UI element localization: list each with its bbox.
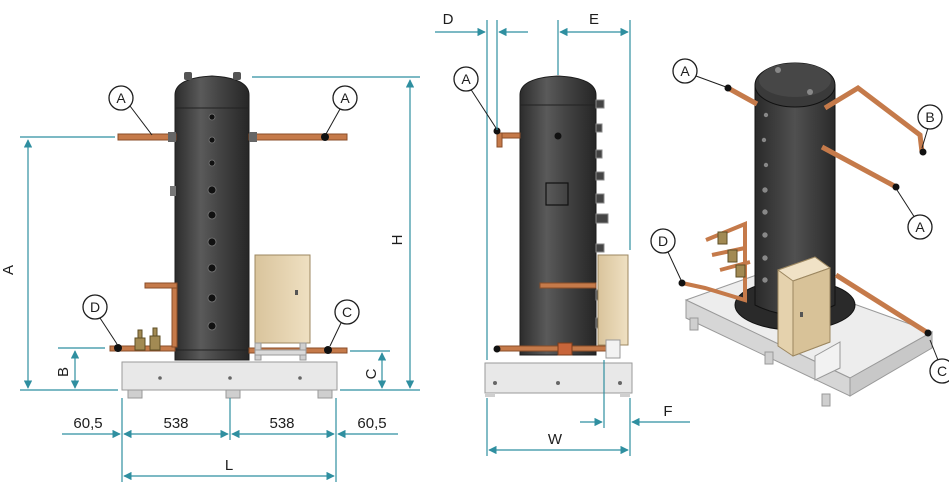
dimension-c: C (363, 368, 380, 379)
callout-c-front: C (342, 304, 352, 320)
dimension-l: L (225, 457, 233, 474)
front-pipe-left (117, 133, 177, 141)
callout-c-iso: C (937, 363, 947, 379)
dimension-center-left: 538 (163, 415, 188, 432)
dimension-h: H (389, 235, 406, 246)
dimension-side-right: 60,5 (357, 415, 386, 432)
iso-pipe-top (726, 85, 759, 107)
side-control-box (597, 254, 629, 346)
front-pipe-right (248, 133, 348, 141)
callout-d-iso: D (658, 233, 668, 249)
front-dimensions: A B H C 60,5 538 538 60,5 L (0, 76, 420, 482)
front-control-box (254, 254, 311, 344)
side-tank (519, 75, 597, 356)
callout-a-side: A (461, 71, 471, 87)
callout-a-iso-top: A (680, 63, 690, 79)
dimension-b: B (55, 367, 72, 377)
isometric-callouts: A B A D C (650, 58, 949, 384)
dimension-e: E (589, 11, 599, 28)
front-base-frame (121, 361, 338, 391)
callout-a-front-right: A (340, 90, 350, 106)
dimension-a: A (0, 265, 17, 275)
dimension-f: F (663, 403, 672, 420)
isometric-view (678, 62, 934, 407)
front-callouts: A A D C (82, 85, 360, 347)
side-callouts: A (453, 66, 497, 129)
dimension-w: W (548, 431, 563, 448)
callout-d-front: D (90, 299, 100, 315)
side-base-frame (484, 362, 633, 394)
callout-a-iso-bottom: A (915, 219, 925, 235)
callout-b-iso: B (925, 109, 934, 125)
callout-a-front-left: A (116, 90, 126, 106)
side-view (484, 75, 633, 397)
dimension-center-right: 538 (269, 415, 294, 432)
dimension-side-left: 60,5 (73, 415, 102, 432)
side-dimensions: D E W F (435, 11, 690, 456)
front-view (109, 72, 348, 399)
dimension-d: D (443, 11, 454, 28)
